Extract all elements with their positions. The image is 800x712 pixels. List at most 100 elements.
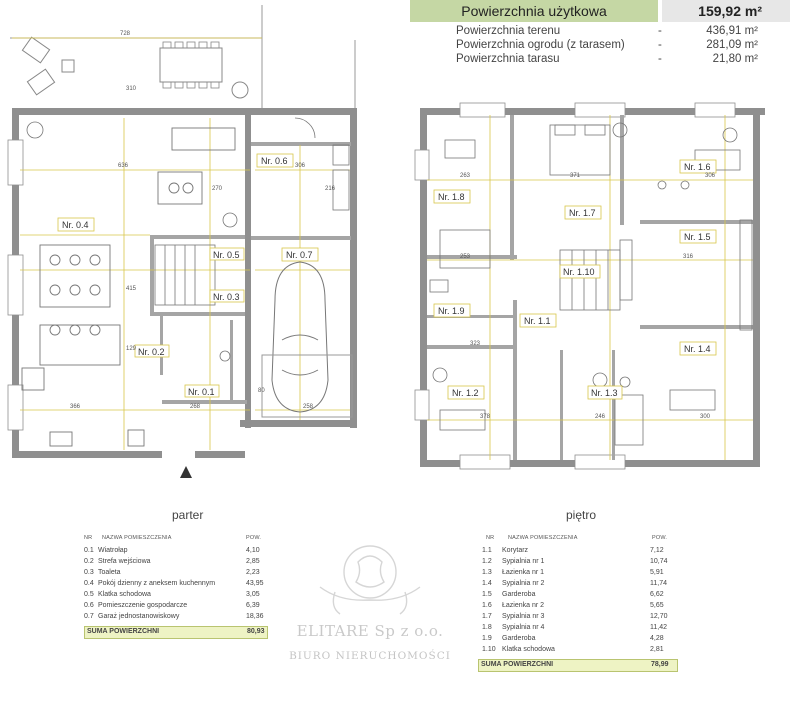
watermark-subtitle: BIURO NIERUCHOMOŚCI xyxy=(289,650,451,662)
table-header-nr: NR xyxy=(84,535,93,541)
plan-label: Nr. 0.4 xyxy=(62,220,89,230)
company-watermark: ELITARE Sp z o.o. BIURO NIERUCHOMOŚCI xyxy=(280,532,460,672)
room-name: Klatka schodowa xyxy=(98,591,151,598)
area-row-value: 281,09 m² xyxy=(706,39,758,51)
area-row-name: Powierzchnia tarasu xyxy=(456,53,560,65)
dim-value: 636 xyxy=(118,163,129,169)
kitchen-island-icon xyxy=(39,324,121,366)
sum-label: SUMA POWIERZCHNI xyxy=(87,628,160,635)
dim-value: 371 xyxy=(570,173,581,179)
room-name: Garderoba xyxy=(502,591,536,598)
plan-label: Nr. 0.2 xyxy=(138,347,165,357)
first-floor-title: piętro xyxy=(566,508,597,522)
room-name: Klatka schodowa xyxy=(502,646,555,653)
area-summary: Powierzchnia użytkowa 159,92 m² Powierzc… xyxy=(410,0,790,70)
plan-label: Nr. 1.4 xyxy=(684,344,711,354)
toilet-icon xyxy=(219,350,231,362)
door-swing xyxy=(294,117,316,139)
room-nr: 1.3 xyxy=(482,569,492,576)
dimension-lines xyxy=(12,37,350,450)
sink-icon xyxy=(49,431,73,447)
bed-icon xyxy=(439,229,491,269)
plan-label: Nr. 0.6 xyxy=(261,156,288,166)
wardrobe-icon xyxy=(619,239,633,301)
dim-value: 306 xyxy=(705,173,716,179)
room-nr: 1.4 xyxy=(482,580,492,587)
table-header-name: NAZWA POMIESZCZENIA xyxy=(102,535,172,541)
bed-icon xyxy=(549,124,611,176)
table-header-nr: NR xyxy=(486,535,495,541)
room-name: Łazienka nr 2 xyxy=(502,602,545,609)
dim-value: 415 xyxy=(126,286,137,292)
table-header-area: POW. xyxy=(652,535,668,541)
dim-value: 268 xyxy=(190,404,201,410)
sum-value: 78,99 xyxy=(651,661,669,668)
room-name: Pokój dzienny z aneksem kuchennym xyxy=(98,580,216,587)
area-row-name: Powierzchnia terenu xyxy=(456,25,561,37)
plants xyxy=(26,121,238,228)
plan-label: Nr. 0.7 xyxy=(286,250,313,260)
plant-icon xyxy=(592,372,608,388)
lounge-chair-icon xyxy=(21,36,51,64)
sum-label: SUMA POWIERZCHNI xyxy=(481,661,554,668)
room-area: 43,95 xyxy=(246,580,264,587)
first-floor-plan: Nr. 1.8 Nr. 1.7 Nr. 1.6 Nr. 1.5 Nr. 1.10… xyxy=(414,102,765,470)
sofa-icon xyxy=(171,127,236,151)
total-area-label: Powierzchnia użytkowa xyxy=(410,0,658,22)
toilet-icon xyxy=(619,376,631,388)
wardrobe-icon xyxy=(739,219,753,331)
plan-label: Nr. 1.5 xyxy=(684,232,711,242)
plant-icon xyxy=(432,367,448,383)
bathtub-icon xyxy=(614,394,644,446)
desk-icon xyxy=(444,139,476,159)
dining-table-icon xyxy=(39,244,111,308)
room-area: 11,42 xyxy=(650,624,667,631)
room-nr: 1.6 xyxy=(482,602,492,609)
stairs xyxy=(154,244,216,306)
room-name: Sypialnia nr 1 xyxy=(502,558,545,565)
dim-value: 129 xyxy=(126,346,137,352)
room-name: Korytarz xyxy=(502,547,529,554)
dim-value: 263 xyxy=(460,173,471,179)
plan-label: Nr. 1.6 xyxy=(684,162,711,172)
utility-fixtures xyxy=(219,117,350,362)
room-nr: 1.10 xyxy=(482,646,496,653)
desk-icon xyxy=(439,409,486,431)
plant-icon xyxy=(26,121,44,139)
lion-crest-icon xyxy=(319,545,421,615)
room-area: 6,62 xyxy=(650,591,664,598)
area-row: Powierzchnia terenu - 436,91 m² xyxy=(410,25,790,41)
total-area-bar: Powierzchnia użytkowa 159,92 m² xyxy=(410,0,790,22)
dim-value: 253 xyxy=(460,254,471,260)
room-area: 5,65 xyxy=(650,602,664,609)
dim-value: 378 xyxy=(480,414,491,420)
garage-car-icon xyxy=(261,261,353,418)
dim-value: 316 xyxy=(683,254,694,260)
room-area: 12,70 xyxy=(650,613,668,620)
desk-icon xyxy=(669,389,716,411)
entrance-marker-icon xyxy=(180,466,192,478)
washbasin-icon xyxy=(657,180,667,190)
total-area-value: 159,92 m² xyxy=(662,0,790,22)
room-area: 4,10 xyxy=(246,547,260,554)
room-name: Sypialnia nr 4 xyxy=(502,624,545,631)
plan-label: Nr. 0.3 xyxy=(213,292,240,302)
plant-icon xyxy=(612,122,628,138)
pouf-icon xyxy=(182,182,194,194)
room-nr: 0.6 xyxy=(84,602,94,609)
bedroom-furniture xyxy=(429,122,753,446)
room-name: Sypialnia nr 2 xyxy=(502,580,545,587)
windows xyxy=(414,102,736,470)
